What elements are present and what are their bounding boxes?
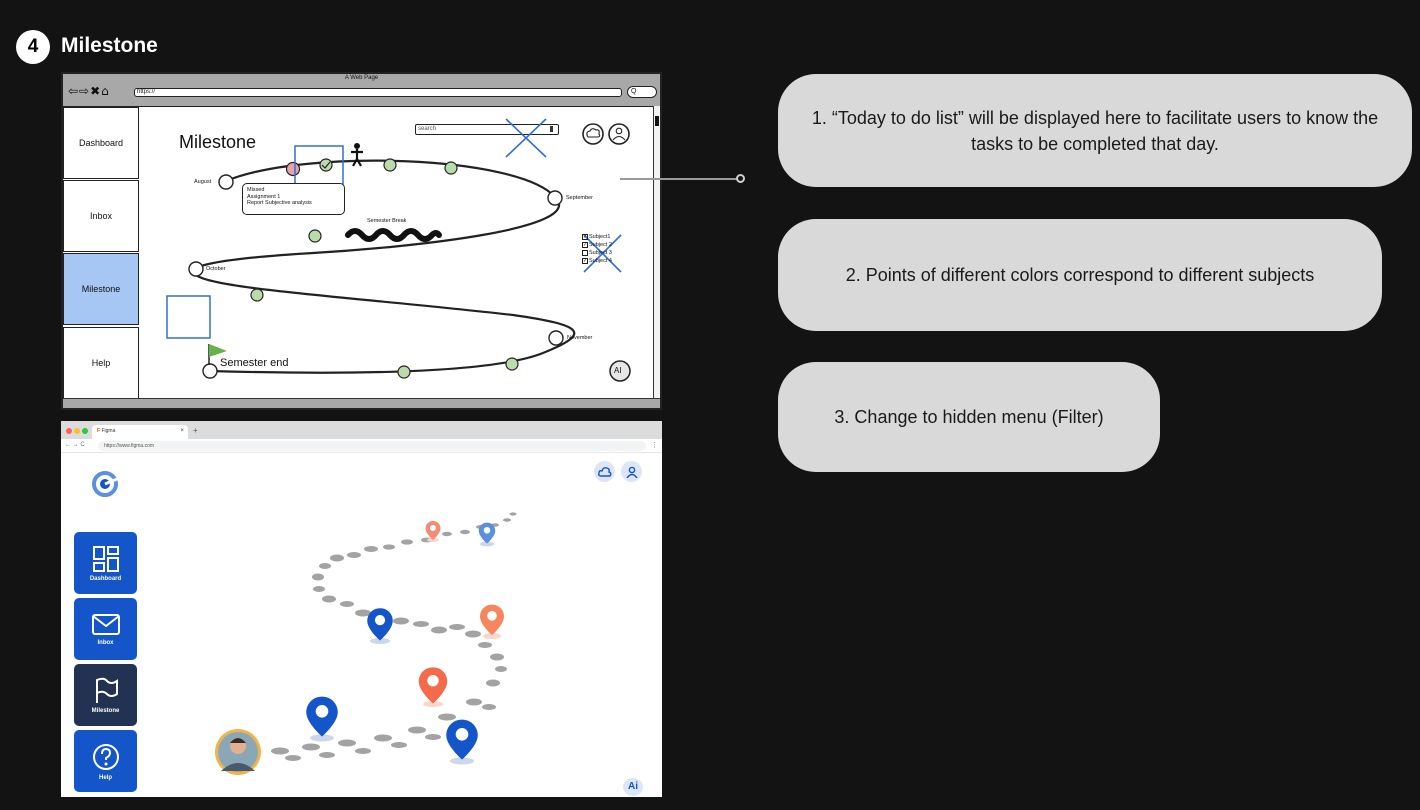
nav-label: Help: [98, 774, 112, 781]
nav-help[interactable]: Help: [74, 730, 137, 792]
nav-label: Milestone: [91, 707, 120, 714]
section-title: Milestone: [61, 34, 158, 57]
browser-address-bar: ← → C https://www.figma.com ⋮: [61, 439, 662, 453]
url-field[interactable]: https://www.figma.com: [98, 441, 646, 451]
scrollbar-thumb[interactable]: [655, 116, 659, 126]
semester-end-label: Semester end: [220, 357, 289, 369]
milestone-footprint-path: [215, 512, 517, 775]
new-tab-icon[interactable]: +: [193, 426, 198, 435]
note-text: 1. “Today to do list” will be displayed …: [811, 107, 1379, 154]
filter-option[interactable]: ✓Subject 2: [582, 241, 612, 249]
wf-ai-button[interactable]: AI: [614, 366, 622, 375]
note-card-today-list: 1. “Today to do list” will be displayed …: [778, 74, 1412, 187]
flag-icon: [95, 677, 118, 703]
callout-connector-dot: [736, 174, 745, 183]
note-card-filter: 3. Change to hidden menu (Filter): [778, 362, 1160, 472]
tooltip-task: Assignment 1: [247, 193, 281, 200]
missed-task-tooltip: Missed Assignment 1 Report Subjective an…: [242, 183, 345, 215]
wireframe-search-input[interactable]: search: [415, 124, 559, 135]
browser-tab[interactable]: F Figma ×: [92, 425, 188, 439]
filter-option-label: Subject 2: [589, 242, 612, 248]
wireframe-page-title: Milestone: [179, 132, 257, 152]
filter-option-label: Subject 3: [589, 250, 612, 256]
checkbox-icon: [582, 250, 588, 256]
filter-option-label: Subject1: [589, 234, 611, 240]
wf-nav-help[interactable]: Help: [63, 327, 139, 399]
dashboard-icon: [92, 545, 119, 572]
wireframe-scrollbar[interactable]: [653, 106, 660, 398]
nav-dashboard[interactable]: Dashboard: [74, 532, 137, 594]
wireframe-browser-window: A Web Page ⇦⇨✖⌂ https:// Q Dashboard Inb…: [61, 72, 662, 410]
note-text: 2. Points of different colors correspond…: [845, 265, 1315, 285]
checkbox-icon: ✓: [582, 258, 588, 264]
wireframe-search-button[interactable]: Q: [627, 86, 657, 98]
wireframe-url-field[interactable]: https://: [134, 88, 622, 97]
wireframe-canvas: Dashboard Inbox Milestone Help Milestone…: [63, 106, 653, 399]
mail-icon: [91, 613, 120, 635]
tooltip-status: Missed: [247, 187, 265, 193]
wf-nav-milestone[interactable]: Milestone: [63, 253, 139, 325]
help-icon: [92, 743, 119, 770]
note-card-colors: 2. Points of different colors correspond…: [778, 219, 1382, 331]
browser-nav-icons[interactable]: ⇦⇨✖⌂: [68, 84, 110, 98]
checkbox-icon: ✓: [582, 234, 588, 240]
note-text: 3. Change to hidden menu (Filter): [834, 407, 1104, 427]
browser-nav-icons[interactable]: ← → C: [65, 442, 85, 448]
semester-break-label: Semester Break: [367, 218, 407, 224]
month-label-august: August: [194, 179, 212, 185]
app-logo-icon: [92, 471, 118, 497]
nav-inbox[interactable]: Inbox: [74, 598, 137, 660]
user-profile-icon[interactable]: [621, 461, 642, 482]
close-tab-icon[interactable]: ×: [180, 428, 184, 434]
wireframe-window-title: A Web Page: [344, 75, 379, 81]
month-label-october: October: [206, 266, 226, 272]
minimize-window-dot[interactable]: [74, 428, 80, 434]
user-avatar[interactable]: [215, 729, 261, 775]
nav-milestone[interactable]: Milestone: [74, 664, 137, 726]
wf-nav-dashboard[interactable]: Dashboard: [63, 107, 139, 179]
tab-title: Figma: [101, 428, 116, 434]
nav-label: Dashboard: [89, 575, 122, 582]
browser-tab-bar: F Figma × +: [61, 421, 662, 439]
cloud-icon[interactable]: [594, 461, 615, 482]
ai-assistant-button[interactable]: Ai: [623, 778, 643, 796]
month-label-september: September: [566, 195, 593, 201]
filter-option[interactable]: ✓Subject1: [582, 233, 612, 241]
filter-option[interactable]: ✓Subject 4: [582, 257, 612, 265]
section-number-badge: 4: [16, 30, 50, 64]
nav-label: Inbox: [97, 639, 114, 646]
hifi-browser-mockup: F Figma × + ← → C https://www.figma.com …: [61, 421, 662, 797]
maximize-window-dot[interactable]: [82, 428, 88, 434]
checkbox-icon: ✓: [582, 242, 588, 248]
wireframe-bottom-bar: [63, 398, 660, 408]
close-window-dot[interactable]: [66, 428, 72, 434]
figma-favicon-icon: F: [97, 428, 101, 434]
filter-option[interactable]: Subject 3: [582, 249, 612, 257]
subject-filter-menu: ✓Subject1 ✓Subject 2 Subject 3 ✓Subject …: [582, 233, 612, 265]
wf-nav-inbox[interactable]: Inbox: [63, 180, 139, 252]
callout-connector-line: [620, 178, 738, 180]
month-label-november: November: [567, 335, 593, 341]
milestone-path-drawing: [166, 118, 631, 382]
more-menu-icon[interactable]: ⋮: [651, 442, 658, 449]
filter-option-label: Subject 4: [589, 258, 612, 264]
tooltip-detail: Report Subjective analysis: [247, 200, 312, 206]
